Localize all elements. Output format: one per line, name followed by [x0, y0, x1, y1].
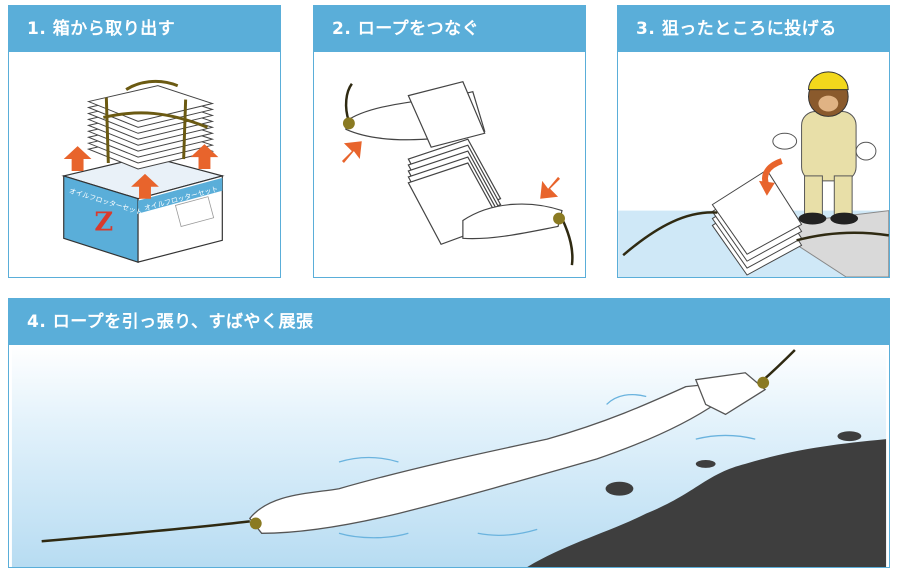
sheet-stack [86, 85, 215, 170]
step-2-panel: 2. ロープをつなぐ [313, 5, 586, 278]
step-2-illustration [314, 52, 585, 277]
rope-binding [103, 79, 208, 164]
boom-end-folded [694, 372, 767, 416]
arrow-up-icon [131, 173, 159, 199]
oil-slick [527, 439, 887, 567]
step-4-title: 4. ロープを引っ張り、すばやく展張 [9, 299, 889, 345]
arrow-up-icon [63, 146, 92, 171]
step-4-panel: 4. ロープを引っ張り、すばやく展張 [8, 298, 890, 568]
worker-character [772, 71, 877, 225]
step-1-title: 1. 箱から取り出す [9, 6, 280, 52]
rope [622, 211, 889, 257]
step-1-panel: 1. 箱から取り出す Z オイルフロッターセット オイルフロッターセット [8, 5, 281, 278]
step-3-title: 3. 狙ったところに投げる [618, 6, 889, 52]
arrow-up-icon [190, 144, 219, 169]
box-letter: Z [94, 207, 113, 237]
step-1-illustration: Z オイルフロッターセット オイルフロッターセット [9, 52, 280, 277]
step-4-illustration [9, 345, 889, 567]
arrow-up-right-icon [341, 141, 362, 164]
rope-left [41, 520, 250, 543]
step-3-illustration [618, 52, 889, 277]
up-arrows [63, 144, 219, 199]
arrow-down-left-icon [540, 176, 561, 199]
step-3-panel: 3. 狙ったところに投げる [617, 5, 890, 278]
step-2-title: 2. ロープをつなぐ [314, 6, 585, 52]
